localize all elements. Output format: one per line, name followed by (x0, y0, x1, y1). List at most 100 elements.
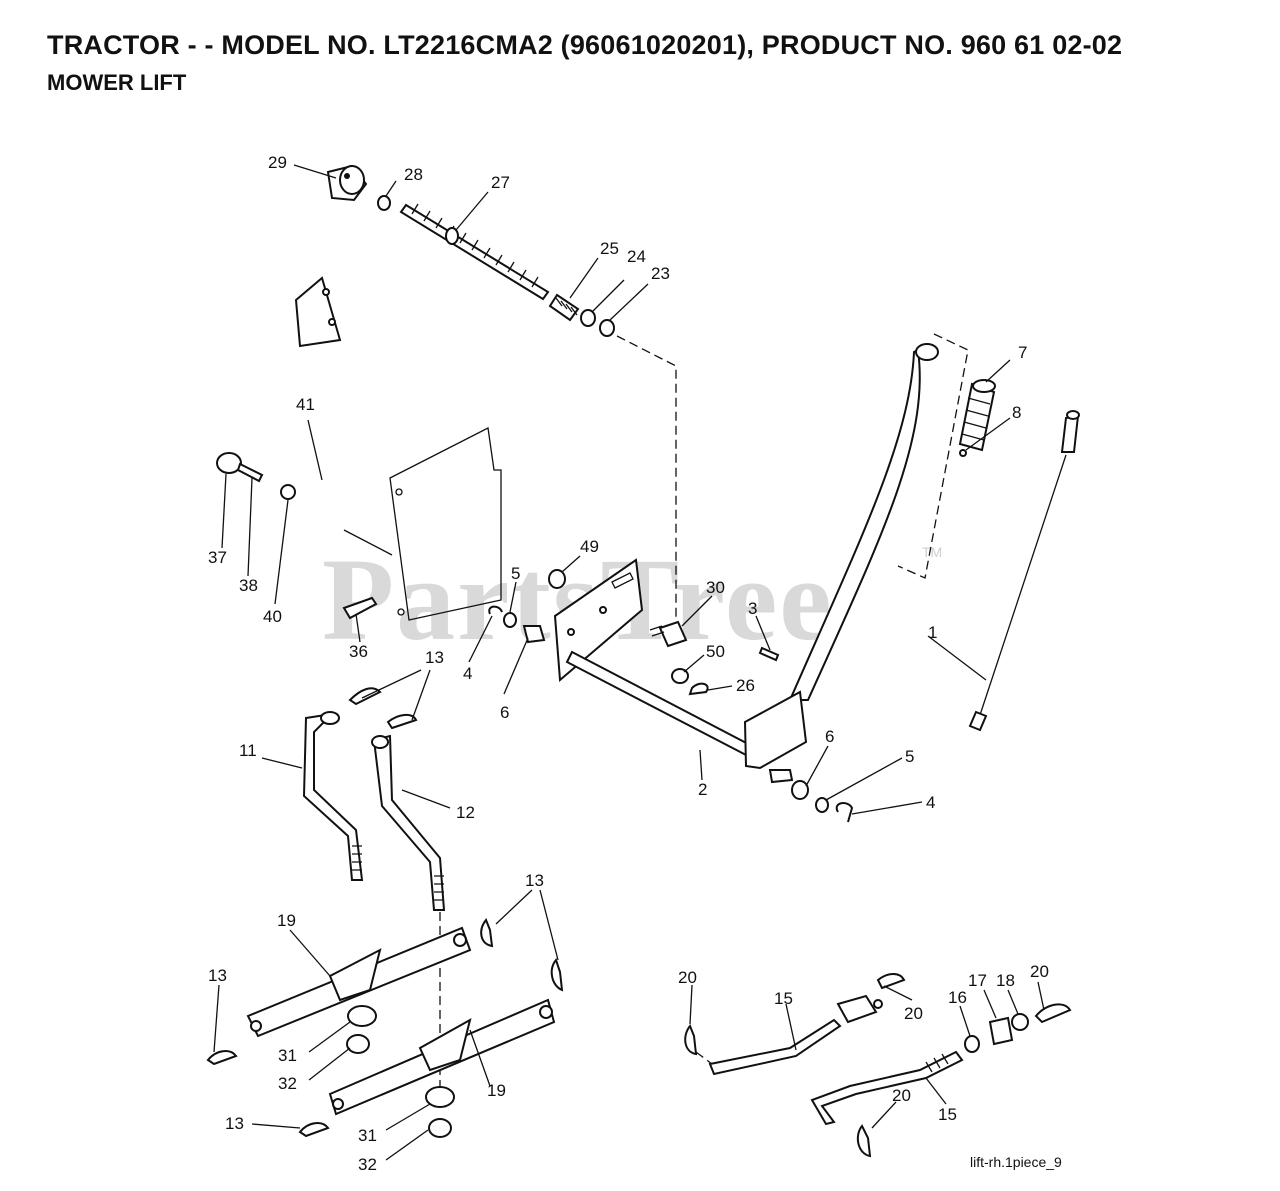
callout-13: 13 (208, 966, 227, 985)
part-washer (791, 780, 809, 800)
callout-31: 31 (278, 1046, 297, 1065)
part-hairpin (856, 1124, 872, 1158)
callout-7: 7 (1018, 343, 1027, 362)
callout-16: 16 (948, 988, 967, 1007)
part-washer (377, 195, 391, 211)
part-control-rod (968, 410, 1080, 732)
part-lift-shaft (565, 650, 754, 758)
part-bushing (347, 1005, 377, 1027)
callout-41: 41 (296, 395, 315, 414)
part-cap (216, 452, 242, 474)
part-hairpin (386, 714, 418, 730)
part-hairpin (480, 918, 494, 948)
part-block (988, 1016, 1014, 1046)
part-retaining-ring (835, 802, 854, 823)
part-lift-arm (328, 998, 556, 1116)
part-hairpin (684, 1024, 698, 1056)
page-subtitle: MOWER LIFT (47, 70, 187, 95)
callout-5: 5 (905, 747, 914, 766)
page-title: TRACTOR - - MODEL NO. LT2216CMA2 (960610… (47, 30, 1123, 60)
assembly-line (695, 1051, 713, 1065)
callout-23: 23 (651, 264, 670, 283)
part-nut (599, 319, 615, 337)
part-washer (815, 797, 829, 813)
part-threaded-rod (399, 203, 550, 301)
part-nut (1011, 1013, 1029, 1031)
callout-5: 5 (511, 564, 520, 583)
callout-8: 8 (1012, 403, 1021, 422)
callout-15: 15 (938, 1105, 957, 1124)
callout-15: 15 (774, 989, 793, 1008)
part-mounting-plate (553, 558, 644, 683)
part-washer (548, 569, 566, 589)
callout-20: 20 (892, 1086, 911, 1105)
part-washer (503, 612, 517, 628)
figure-id: lift-rh.1piece_9 (970, 1154, 1062, 1170)
callout-13: 13 (425, 648, 444, 667)
callout-18: 18 (996, 971, 1015, 990)
watermark-trademark: TM (922, 544, 943, 560)
part-clip (342, 596, 378, 620)
callout-38: 38 (239, 576, 258, 595)
callout-50: 50 (706, 642, 725, 661)
callout-36: 36 (349, 642, 368, 661)
callout-37: 37 (208, 548, 227, 567)
leader-lines (213, 164, 1045, 1161)
part-bolt (236, 462, 264, 483)
callout-13: 13 (525, 871, 544, 890)
callout-28: 28 (404, 165, 423, 184)
assembly-line (616, 335, 677, 620)
callout-49: 49 (580, 537, 599, 556)
callout-32: 32 (358, 1155, 377, 1174)
callout-20: 20 (678, 968, 697, 987)
callout-19: 19 (487, 1081, 506, 1100)
part-knob (326, 164, 368, 202)
part-screw (959, 449, 967, 457)
assembly-line (897, 333, 969, 579)
part-nut (346, 1034, 370, 1054)
part-washer (580, 309, 596, 327)
part-pin (758, 646, 780, 662)
part-washer (280, 484, 296, 500)
part-hairpin (206, 1050, 238, 1066)
part-retaining-ring (488, 605, 503, 615)
part-nut (428, 1118, 452, 1138)
part-adjust-link (708, 994, 883, 1076)
part-link (302, 711, 364, 881)
part-washer (671, 668, 689, 684)
assembly-line (343, 529, 393, 556)
callout-27: 27 (491, 173, 510, 192)
callout-25: 25 (600, 239, 619, 258)
callout-11: 11 (239, 741, 257, 760)
callout-31: 31 (358, 1126, 377, 1145)
callout-24: 24 (627, 247, 646, 266)
callout-32: 32 (278, 1074, 297, 1093)
part-washer (964, 1035, 980, 1053)
callout-20: 20 (1030, 962, 1049, 981)
part-hairpin (876, 973, 906, 990)
callout-4: 4 (926, 793, 935, 812)
callout-19: 19 (277, 911, 296, 930)
part-adjust-link (810, 1050, 964, 1126)
part-link (371, 734, 446, 911)
callout-17: 17 (968, 971, 987, 990)
callout-40: 40 (263, 607, 282, 626)
callout-labels: 29 28 27 25 24 23 7 8 41 37 38 40 49 5 3… (208, 153, 1049, 1174)
callout-6: 6 (500, 703, 509, 722)
callout-12: 12 (456, 803, 475, 822)
part-lift-arm (246, 926, 472, 1038)
callout-3: 3 (748, 599, 757, 618)
part-bushing (768, 769, 794, 784)
part-hairpin (688, 682, 709, 696)
part-hairpin (550, 957, 564, 992)
part-bushing (522, 625, 546, 644)
callout-1: 1 (928, 623, 937, 642)
callout-26: 26 (736, 676, 755, 695)
callout-20: 20 (904, 1004, 923, 1023)
callout-2: 2 (698, 780, 707, 799)
part-frame-panel (389, 427, 502, 621)
part-bracket (294, 276, 342, 348)
part-grip (958, 379, 996, 452)
callout-6: 6 (825, 727, 834, 746)
